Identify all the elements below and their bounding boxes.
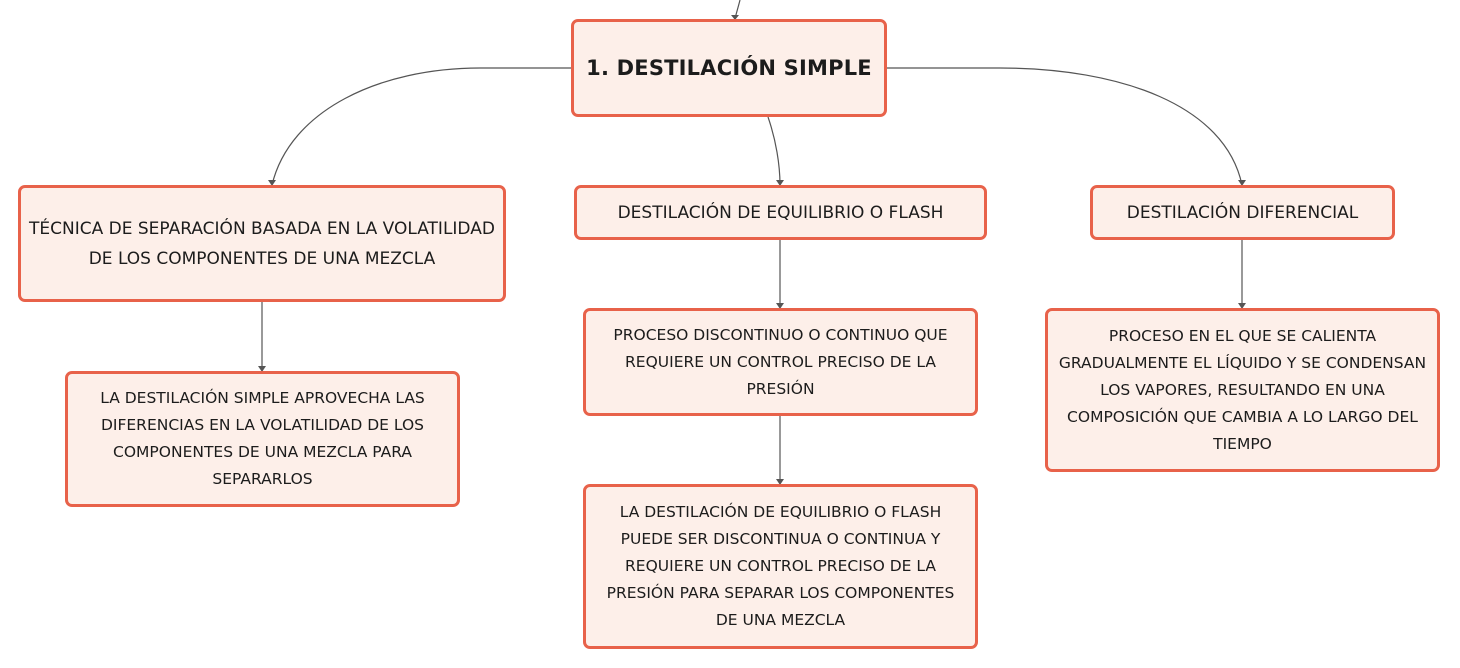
node-simple-descripcion[interactable]: LA DESTILACIÓN SIMPLE APROVECHA LAS DIFE… xyxy=(65,371,460,507)
root-node-label: 1. DESTILACIÓN SIMPLE xyxy=(586,56,872,80)
node-tecnica-separacion-label: TÉCNICA DE SEPARACIÓN BASADA EN LA VOLAT… xyxy=(29,218,495,269)
connector-root-tecnica xyxy=(271,67,571,186)
node-destilacion-flash-label: DESTILACIÓN DE EQUILIBRIO O FLASH xyxy=(617,202,944,223)
connector-root-flash xyxy=(767,116,781,186)
root-node[interactable]: 1. DESTILACIÓN SIMPLE xyxy=(571,19,887,117)
connector-root-diferencial xyxy=(887,67,1243,186)
node-proceso-calienta[interactable]: PROCESO EN EL QUE SE CALIENTA GRADUALMEN… xyxy=(1045,308,1440,472)
node-destilacion-diferencial[interactable]: DESTILACIÓN DIFERENCIAL xyxy=(1090,185,1395,240)
node-proceso-discontinuo-label: PROCESO DISCONTINUO O CONTINUO QUE REQUI… xyxy=(613,325,948,398)
node-flash-descripcion[interactable]: LA DESTILACIÓN DE EQUILIBRIO O FLASH PUE… xyxy=(583,484,978,649)
node-flash-descripcion-label: LA DESTILACIÓN DE EQUILIBRIO O FLASH PUE… xyxy=(606,503,955,629)
node-simple-descripcion-label: LA DESTILACIÓN SIMPLE APROVECHA LAS DIFE… xyxy=(100,389,425,488)
node-tecnica-separacion[interactable]: TÉCNICA DE SEPARACIÓN BASADA EN LA VOLAT… xyxy=(18,185,506,302)
node-destilacion-diferencial-label: DESTILACIÓN DIFERENCIAL xyxy=(1126,202,1359,223)
node-proceso-calienta-label: PROCESO EN EL QUE SE CALIENTA GRADUALMEN… xyxy=(1058,326,1427,453)
node-destilacion-flash[interactable]: DESTILACIÓN DE EQUILIBRIO O FLASH xyxy=(574,185,987,240)
node-proceso-discontinuo[interactable]: PROCESO DISCONTINUO O CONTINUO QUE REQUI… xyxy=(583,308,978,416)
connector-parent-in xyxy=(734,0,741,20)
